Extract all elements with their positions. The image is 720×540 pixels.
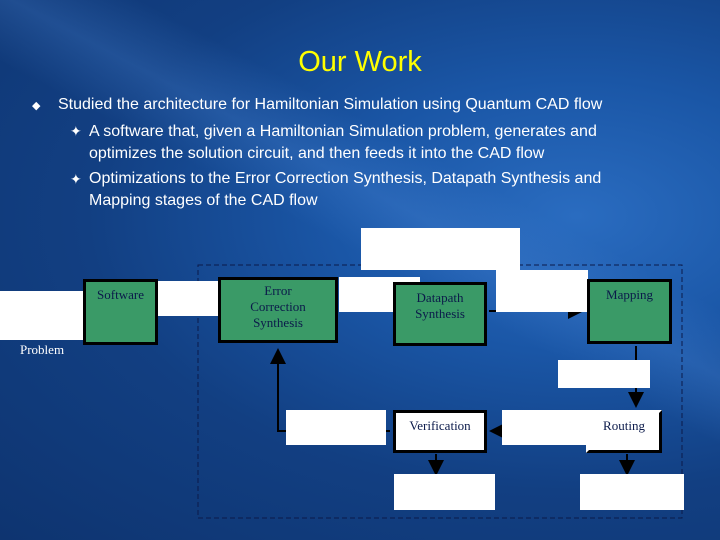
sub-bullet-line: Optimizations to the Error Correction Sy… [89,170,602,187]
datapath-synthesis-box: Datapath Synthesis [393,282,487,346]
box-label-line: Error [264,283,292,298]
box-label-line: Correction [250,299,306,314]
sub-bullet-2: Optimizations to the Error Correction Sy… [89,168,601,212]
routing-label: Routing [603,418,645,433]
bullet-text: Studied the architecture for Hamiltonian… [58,96,603,113]
box-label-line: Datapath [416,290,464,305]
box-label-line: Synthesis [253,315,303,330]
error-correction-box: Error Correction Synthesis [218,277,338,343]
label-box [394,474,495,510]
label-box [150,281,218,316]
label-box [361,228,520,270]
label-box [580,474,684,510]
routing-box: Routing [586,410,662,453]
label-box [502,410,594,445]
slide-title: Our Work [298,46,422,78]
sub-bullet-star-icon: ✦ [70,123,82,139]
software-box: Software [83,279,158,345]
label-box [558,360,650,388]
sub-bullet-line: optimizes the solution circuit, and then… [89,145,545,162]
box-label-line: Synthesis [415,306,465,321]
mapping-box: Mapping [587,279,672,344]
problem-label: Problem [20,342,65,357]
label-box [0,291,83,340]
verification-label: Verification [409,418,471,433]
sub-bullet-line: Mapping stages of the CAD flow [89,192,318,209]
label-box [496,270,588,312]
mapping-label: Mapping [606,287,653,302]
sub-bullet-1: A software that, given a Hamiltonian Sim… [89,121,597,165]
sub-bullet-star-icon: ✦ [70,171,82,187]
software-label: Software [97,287,144,302]
sub-bullet-line: A software that, given a Hamiltonian Sim… [89,123,597,140]
verification-box: Verification [393,410,487,453]
bullet-diamond-icon: ◆ [32,100,41,112]
label-box [286,410,386,445]
